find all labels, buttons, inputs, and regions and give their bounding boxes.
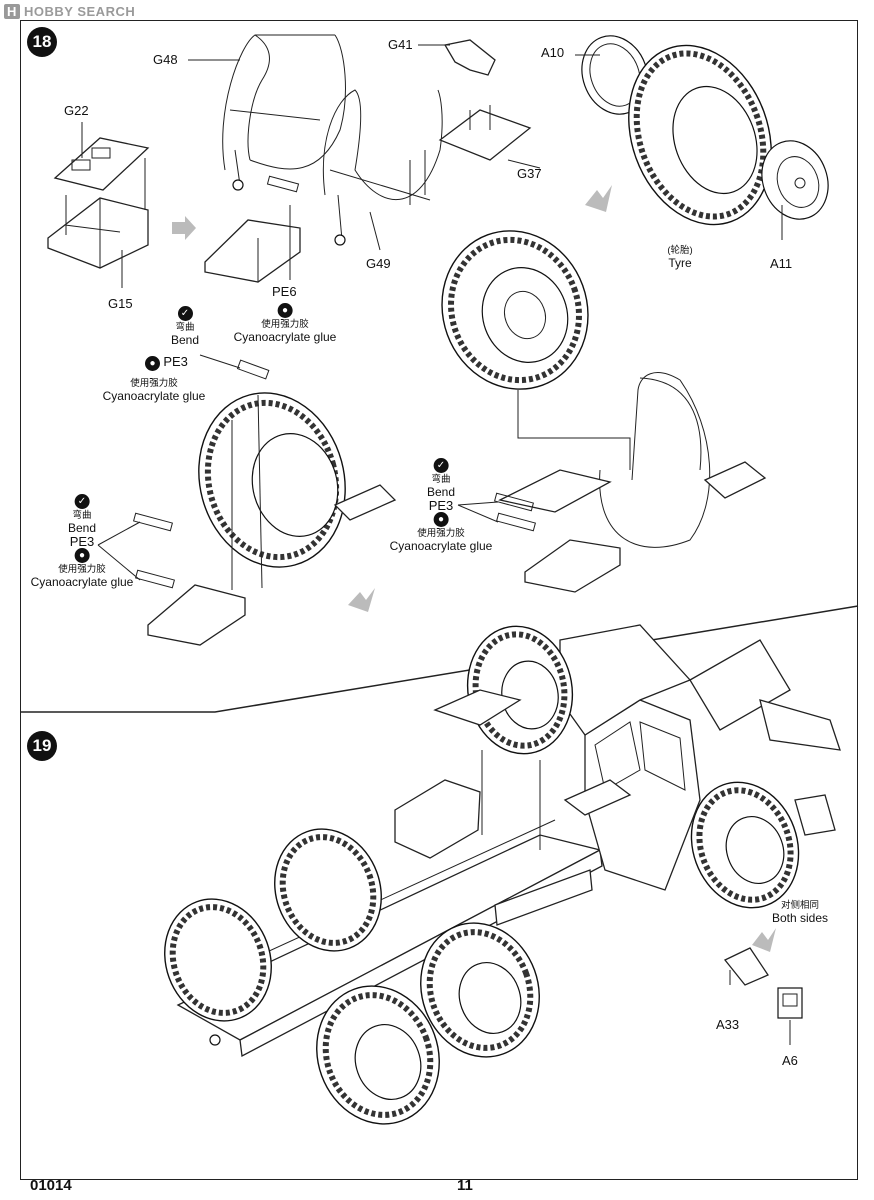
both-sides-cn: 对侧相同 — [780, 900, 820, 911]
pe3-3-glue-en: Cyanoacrylate glue — [389, 539, 493, 553]
both-sides-note: 对侧相同 Both sides — [772, 899, 828, 925]
step-number-19: 19 — [27, 731, 57, 761]
part-label-a6: A6 — [782, 1053, 798, 1068]
page-frame — [20, 20, 858, 1180]
pe3-2-bend-en: Bend — [67, 521, 97, 535]
part-pe6-drawing — [204, 175, 301, 283]
step-arrow-3 — [348, 588, 375, 612]
pe3-callout-2: ✓ 弯曲 Bend PE3 ● 使用强力胶 Cyanoacrylate glue — [30, 494, 134, 589]
tyre-label-cn: (轮胎) — [667, 245, 693, 256]
tyre-label-en: Tyre — [668, 256, 692, 270]
glue-icon: ● — [433, 512, 449, 527]
truck-drawing — [164, 624, 841, 1125]
watermark-text: HOBBY SEARCH — [24, 4, 136, 19]
step-arrow-4 — [752, 928, 776, 952]
part-label-a33: A33 — [716, 1017, 740, 1032]
part-label-g41: G41 — [388, 37, 413, 52]
bend-icon: ✓ — [177, 306, 193, 321]
product-code: 01014 — [30, 1177, 72, 1194]
glue-icon: ● — [74, 548, 90, 563]
pe3-1-glue-en: Cyanoacrylate glue — [102, 389, 206, 403]
pe6-glue-callout: ● 使用强力胶 Cyanoacrylate glue — [233, 303, 337, 344]
pe3-2-glue-cn: 使用强力胶 — [58, 564, 106, 575]
part-a6-drawing — [777, 987, 803, 1019]
pe3-1-glue: 使用强力胶 Cyanoacrylate glue — [103, 377, 206, 403]
bend-icon: ✓ — [433, 458, 449, 473]
watermark-logo: H — [4, 4, 20, 19]
both-sides-en: Both sides — [771, 911, 829, 925]
part-g15-drawing — [47, 158, 149, 269]
pe3-callout-1: ✓ 弯曲 Bend — [171, 306, 199, 347]
tyre-install-line — [517, 390, 631, 470]
left-carrier-assembly — [132, 359, 397, 646]
pe3-1-bend-en: Bend — [170, 333, 200, 347]
glue-icon: ● — [145, 356, 160, 371]
step-arrow-2 — [585, 185, 612, 212]
assembled-tyre-drawing — [441, 230, 589, 390]
part-g22-drawing — [53, 137, 150, 191]
watermark: H HOBBY SEARCH — [4, 4, 135, 19]
page-number: 11 — [457, 1177, 473, 1194]
part-g48-drawing — [222, 34, 346, 191]
glue-icon: ● — [277, 303, 293, 318]
pe3-3-part-label: PE3 — [428, 498, 454, 513]
pe3-1-glue-cn: 使用强力胶 — [130, 378, 178, 389]
part-label-g49: G49 — [366, 256, 391, 271]
bend-icon: ✓ — [74, 494, 90, 509]
part-label-g48: G48 — [153, 52, 178, 67]
part-label-g22: G22 — [64, 103, 89, 118]
pe3-1-bend-cn: 弯曲 — [175, 322, 195, 333]
part-label-pe6: PE6 — [272, 284, 297, 299]
step-arrow-1 — [172, 216, 196, 240]
tyre-label: (轮胎) Tyre — [667, 244, 692, 270]
pe3-3-bend-en: Bend — [426, 485, 456, 499]
step-number-18: 18 — [27, 27, 57, 57]
pe6-glue-en: Cyanoacrylate glue — [233, 330, 337, 344]
part-a33-drawing — [723, 947, 769, 986]
exploded-tyre-drawing — [628, 44, 772, 226]
right-carrier-assembly — [493, 372, 767, 593]
part-g41-drawing — [443, 39, 496, 76]
pe3-1-part-label: PE3 — [163, 354, 188, 369]
part-label-g37: G37 — [517, 166, 542, 181]
pe6-glue-cn: 使用强力胶 — [261, 319, 309, 330]
part-g49-drawing — [322, 89, 443, 246]
pe3-1-part: ● PE3 — [145, 355, 188, 371]
part-g37-drawing — [438, 105, 532, 161]
pe3-callout-3: ✓ 弯曲 Bend PE3 ● 使用强力胶 Cyanoacrylate glue — [389, 458, 493, 553]
part-label-a11: A11 — [770, 256, 793, 271]
part-label-g15: G15 — [108, 296, 133, 311]
pe3-3-glue-cn: 使用强力胶 — [417, 528, 465, 539]
pe3-2-part-label: PE3 — [69, 534, 95, 549]
part-label-a10: A10 — [541, 45, 565, 60]
pe3-3-bend-cn: 弯曲 — [431, 474, 451, 485]
leader-lines — [81, 44, 791, 1045]
part-a11-drawing — [761, 140, 829, 220]
pe3-2-bend-cn: 弯曲 — [72, 510, 92, 521]
pe3-2-glue-en: Cyanoacrylate glue — [30, 575, 134, 589]
